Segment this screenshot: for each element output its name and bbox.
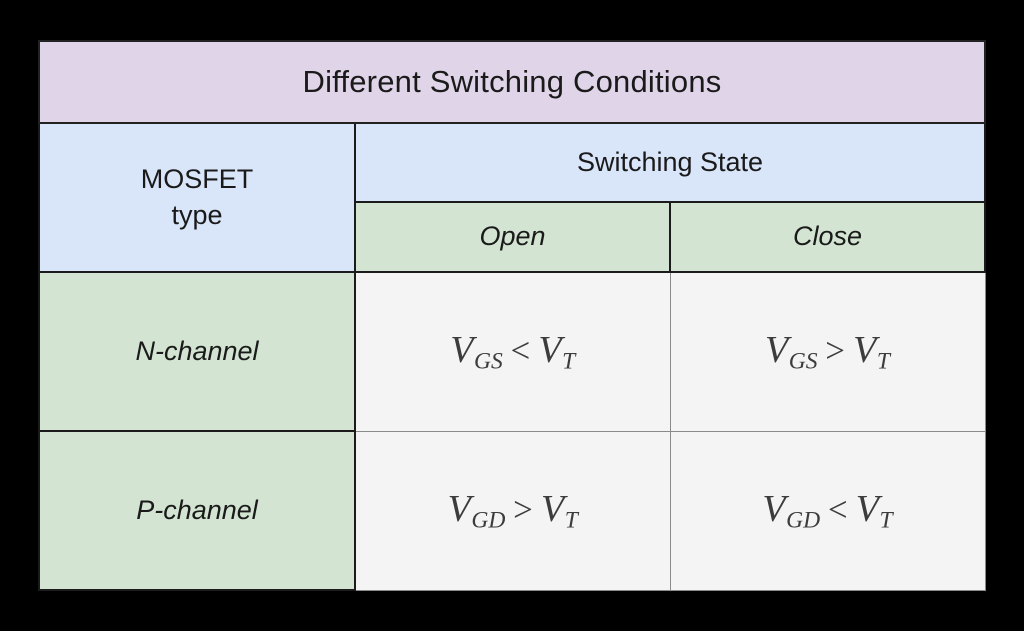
formula-rhs-subscript: T (562, 348, 576, 375)
header-mosfet-type-line2: type (171, 200, 223, 231)
table-row: P-channel VGD>VT VGD<VT (38, 430, 986, 591)
cell-p-channel-open: VGD>VT (354, 430, 671, 591)
formula-lhs-variable: V (447, 487, 472, 530)
table-header-row-primary: MOSFET type Switching State (38, 122, 986, 273)
formula-rhs-variable: V (855, 487, 880, 530)
formula-operator: > (825, 330, 846, 370)
formula-lhs-subscript: GS (474, 348, 503, 375)
header-mosfet-type: MOSFET type (38, 122, 356, 273)
switching-conditions-table-container: Different Switching Conditions MOSFET ty… (38, 40, 986, 591)
switching-conditions-table: Different Switching Conditions MOSFET ty… (38, 40, 986, 591)
header-switching-state: Switching State (354, 122, 986, 203)
formula-n-channel-close: VGS>VT (765, 328, 890, 375)
formula-lhs-variable: V (762, 487, 787, 530)
row-label-p-channel: P-channel (38, 430, 356, 591)
formula-operator: > (513, 489, 534, 529)
formula-p-channel-close: VGD<VT (762, 487, 893, 534)
cell-n-channel-close: VGS>VT (669, 271, 986, 432)
formula-n-channel-open: VGS<VT (450, 328, 576, 375)
formula-operator: < (510, 330, 531, 370)
formula-p-channel-open: VGD>VT (447, 487, 578, 534)
table-title-row: Different Switching Conditions (38, 40, 986, 124)
table-header-row-secondary: Open Close (39, 200, 986, 273)
header-open: Open (354, 200, 671, 273)
formula-rhs-variable: V (853, 328, 877, 371)
header-mosfet-type-line1: MOSFET (140, 163, 254, 194)
formula-lhs-variable: V (765, 328, 789, 371)
formula-operator: < (827, 489, 849, 529)
formula-lhs-subscript: GD (471, 507, 506, 534)
formula-rhs-subscript: T (879, 507, 893, 534)
row-label-n-channel: N-channel (38, 270, 356, 432)
formula-rhs-subscript: T (564, 507, 578, 534)
table-row: N-channel VGS<VT VGS>VT (38, 270, 986, 432)
cell-p-channel-close: VGD<VT (669, 430, 986, 591)
formula-rhs-variable: V (538, 328, 563, 371)
formula-lhs-variable: V (450, 328, 474, 371)
formula-lhs-subscript: GD (786, 507, 821, 534)
formula-lhs-subscript: GS (788, 348, 818, 375)
table-title: Different Switching Conditions (38, 40, 986, 124)
formula-rhs-subscript: T (876, 348, 890, 375)
formula-rhs-variable: V (541, 487, 565, 530)
cell-n-channel-open: VGS<VT (354, 271, 671, 432)
header-close: Close (669, 200, 986, 273)
